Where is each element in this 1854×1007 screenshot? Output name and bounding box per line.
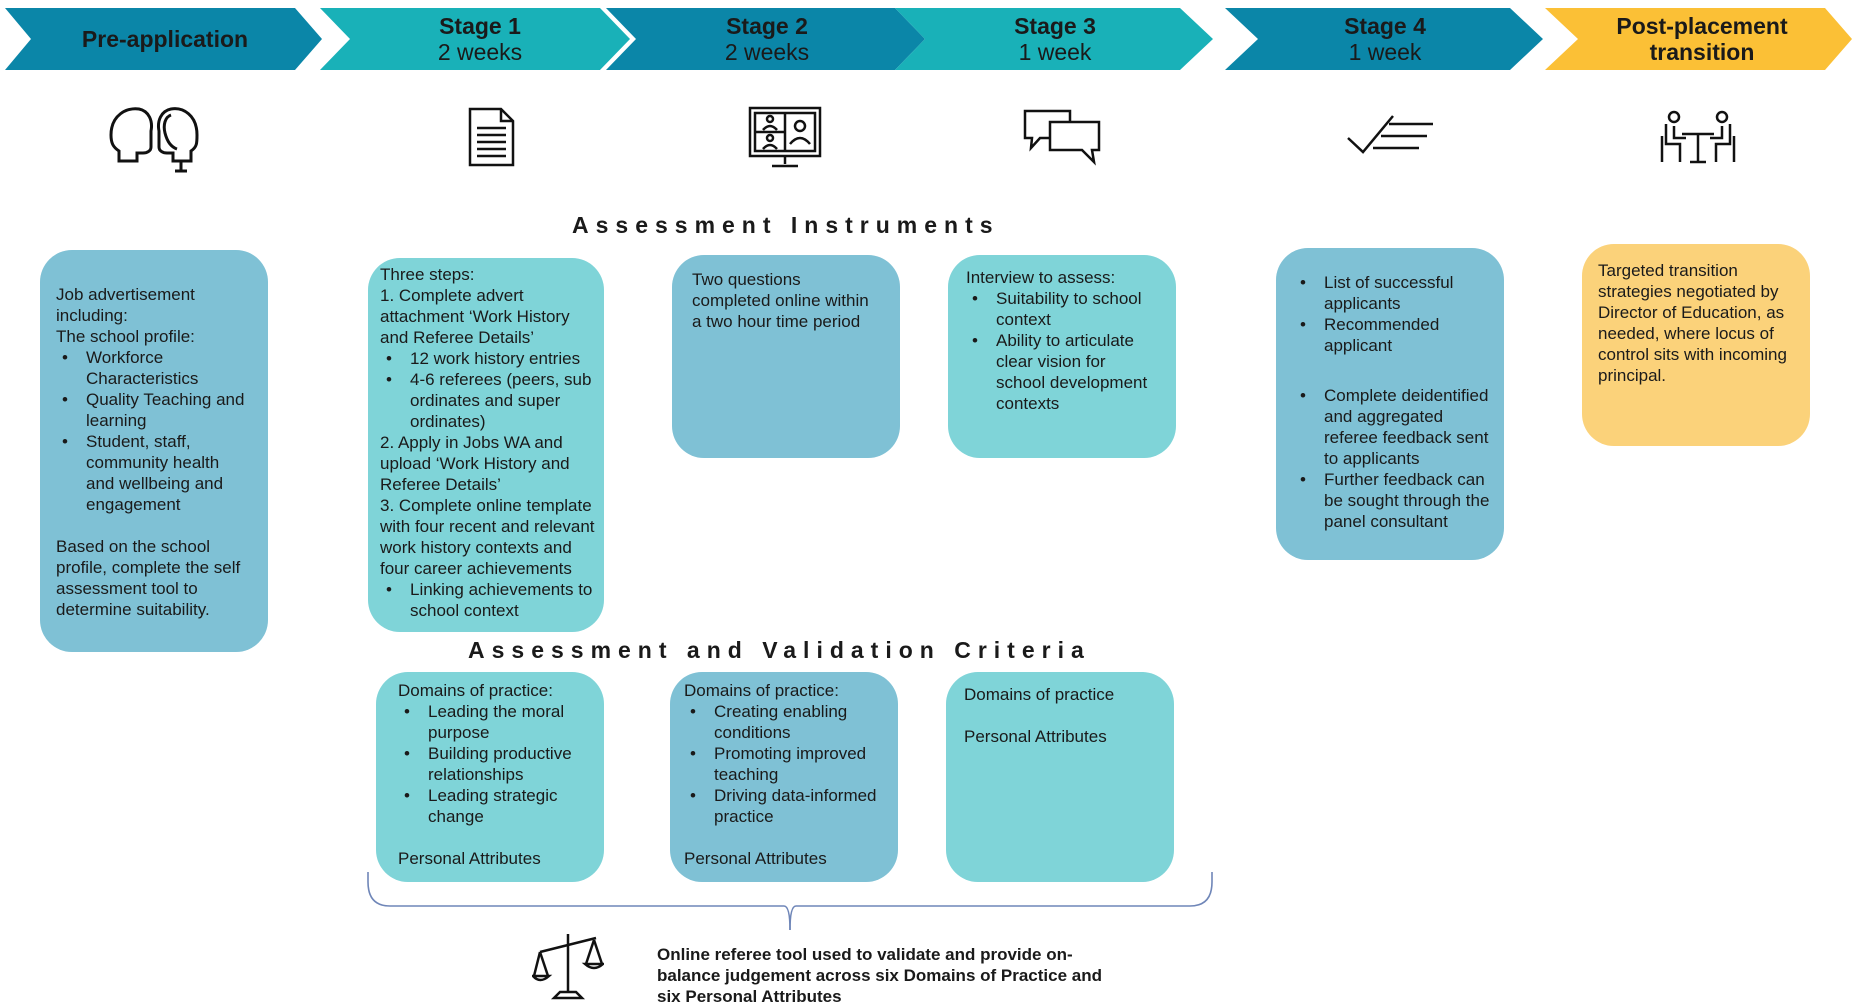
stage-title: Stage 1	[439, 12, 521, 39]
feedback-list: Complete deidentified and aggregated ref…	[1294, 385, 1500, 532]
chevron-pre-application	[5, 8, 322, 70]
domains-list: Leading the moral purpose Building produ…	[398, 701, 588, 827]
stage-4: Stage 4 1 week	[1260, 8, 1510, 70]
stage-post-placement: Post-placement transition	[1577, 8, 1827, 70]
list-item: Leading strategic change	[398, 785, 588, 827]
card-intro: Domains of practice:	[684, 681, 839, 700]
stage-3-card: Interview to assess: Suitability to scho…	[948, 255, 1176, 458]
list-item: Complete deidentified and aggregated ref…	[1294, 385, 1500, 469]
list-item: Workforce Characteristics	[56, 347, 252, 389]
card-closing: Based on the school profile, complete th…	[56, 537, 241, 619]
card-intro: Domains of practice	[964, 685, 1115, 704]
card-text: Two questions completed online within a …	[692, 270, 869, 331]
stage-pre-application: Pre-application	[40, 8, 290, 70]
step-2: 2. Apply in Jobs WA and upload ‘Work His…	[380, 433, 570, 494]
interview-list: Suitability to school context Ability to…	[966, 288, 1158, 414]
referee-tool-note: Online referee tool used to validate and…	[657, 945, 1102, 1006]
stage-title: Stage 3	[1014, 12, 1096, 39]
chevron-post-placement	[1545, 8, 1852, 70]
two-heads-icon	[109, 107, 199, 173]
personal-attributes: Personal Attributes	[964, 727, 1107, 746]
card-subheading: The school profile:	[56, 327, 195, 346]
meeting-table-icon	[1660, 110, 1736, 164]
stage-duration: 2 weeks	[724, 39, 810, 65]
assessment-criteria-title: Assessment and Validation Criteria	[468, 637, 1091, 663]
list-item: Creating enabling conditions	[684, 701, 882, 743]
list-item: Suitability to school context	[966, 288, 1158, 330]
stage-title: Stage 2	[726, 12, 808, 39]
stage-duration: 1 week	[1018, 39, 1092, 65]
stage-title: Pre-application	[81, 25, 249, 52]
chevron-stage-4	[1225, 8, 1543, 70]
stage-2: Stage 2 2 weeks	[642, 8, 892, 70]
stage-3: Stage 3 1 week	[930, 8, 1180, 70]
card-intro: Domains of practice:	[398, 681, 553, 700]
step-1-list: 12 work history entries 4-6 referees (pe…	[380, 348, 600, 432]
document-icon	[468, 107, 515, 167]
list-item: Further feedback can be sought through t…	[1294, 469, 1500, 532]
assessment-instruments-title: Assessment Instruments	[572, 212, 1000, 238]
card-intro: Job advertisement including:	[56, 285, 195, 325]
stage-duration: 1 week	[1348, 39, 1422, 65]
stage-4-card: List of successful applicants Recommende…	[1276, 248, 1504, 560]
card-intro: Three steps:	[380, 265, 475, 284]
stage-duration: transition	[1649, 39, 1755, 65]
stage-title: Stage 4	[1344, 12, 1426, 39]
list-item: Building productive relationships	[398, 743, 588, 785]
list-item: Recommended applicant	[1294, 314, 1500, 356]
stage-title: Post-placement	[1616, 12, 1788, 39]
card-text: Targeted transition strategies negotiate…	[1598, 261, 1787, 385]
pre-application-card: Job advertisement including: The school …	[40, 250, 268, 652]
stage-2-card: Two questions completed online within a …	[672, 255, 900, 458]
criteria-card-3: Domains of practice Personal Attributes	[946, 672, 1174, 882]
step-1: 1. Complete advert attachment ‘Work Hist…	[380, 286, 570, 347]
outcomes-list: List of successful applicants Recommende…	[1294, 272, 1500, 356]
speech-bubbles-icon	[1023, 109, 1101, 166]
list-item: 4-6 referees (peers, sub ordinates and s…	[380, 369, 600, 432]
list-item: Leading the moral purpose	[398, 701, 588, 743]
stage-chevron-bar	[5, 8, 1852, 70]
stage-1: Stage 1 2 weeks	[355, 8, 605, 70]
criteria-card-1: Domains of practice: Leading the moral p…	[376, 672, 604, 882]
domains-list: Creating enabling conditions Promoting i…	[684, 701, 882, 827]
post-placement-card: Targeted transition strategies negotiate…	[1582, 244, 1810, 446]
list-item: Driving data-informed practice	[684, 785, 882, 827]
step-3-list: Linking achievements to school context	[380, 579, 600, 621]
list-item: Linking achievements to school context	[380, 579, 600, 621]
chevron-stage-2	[606, 8, 925, 70]
card-intro: Interview to assess:	[966, 268, 1116, 287]
list-item: Student, staff, community health and wel…	[56, 431, 252, 515]
personal-attributes: Personal Attributes	[684, 849, 827, 868]
stage-duration: 2 weeks	[437, 39, 523, 65]
step-3: 3. Complete online template with four re…	[380, 496, 595, 578]
personal-attributes: Personal Attributes	[398, 849, 541, 868]
scales-icon	[532, 934, 604, 1000]
list-item: Ability to articulate clear vision for s…	[966, 330, 1158, 414]
chevron-stage-1	[320, 8, 630, 70]
list-item: Promoting improved teaching	[684, 743, 882, 785]
list-item: List of successful applicants	[1294, 272, 1500, 314]
checklist-icon	[1347, 115, 1433, 154]
profile-list: Workforce Characteristics Quality Teachi…	[56, 347, 252, 515]
video-call-icon	[748, 106, 822, 168]
criteria-card-2: Domains of practice: Creating enabling c…	[670, 672, 898, 882]
stage-1-card: Three steps: 1. Complete advert attachme…	[368, 258, 604, 632]
list-item: Quality Teaching and learning	[56, 389, 252, 431]
list-item: 12 work history entries	[380, 348, 600, 369]
chevron-stage-3	[895, 8, 1213, 70]
grouping-brace	[367, 872, 1213, 931]
